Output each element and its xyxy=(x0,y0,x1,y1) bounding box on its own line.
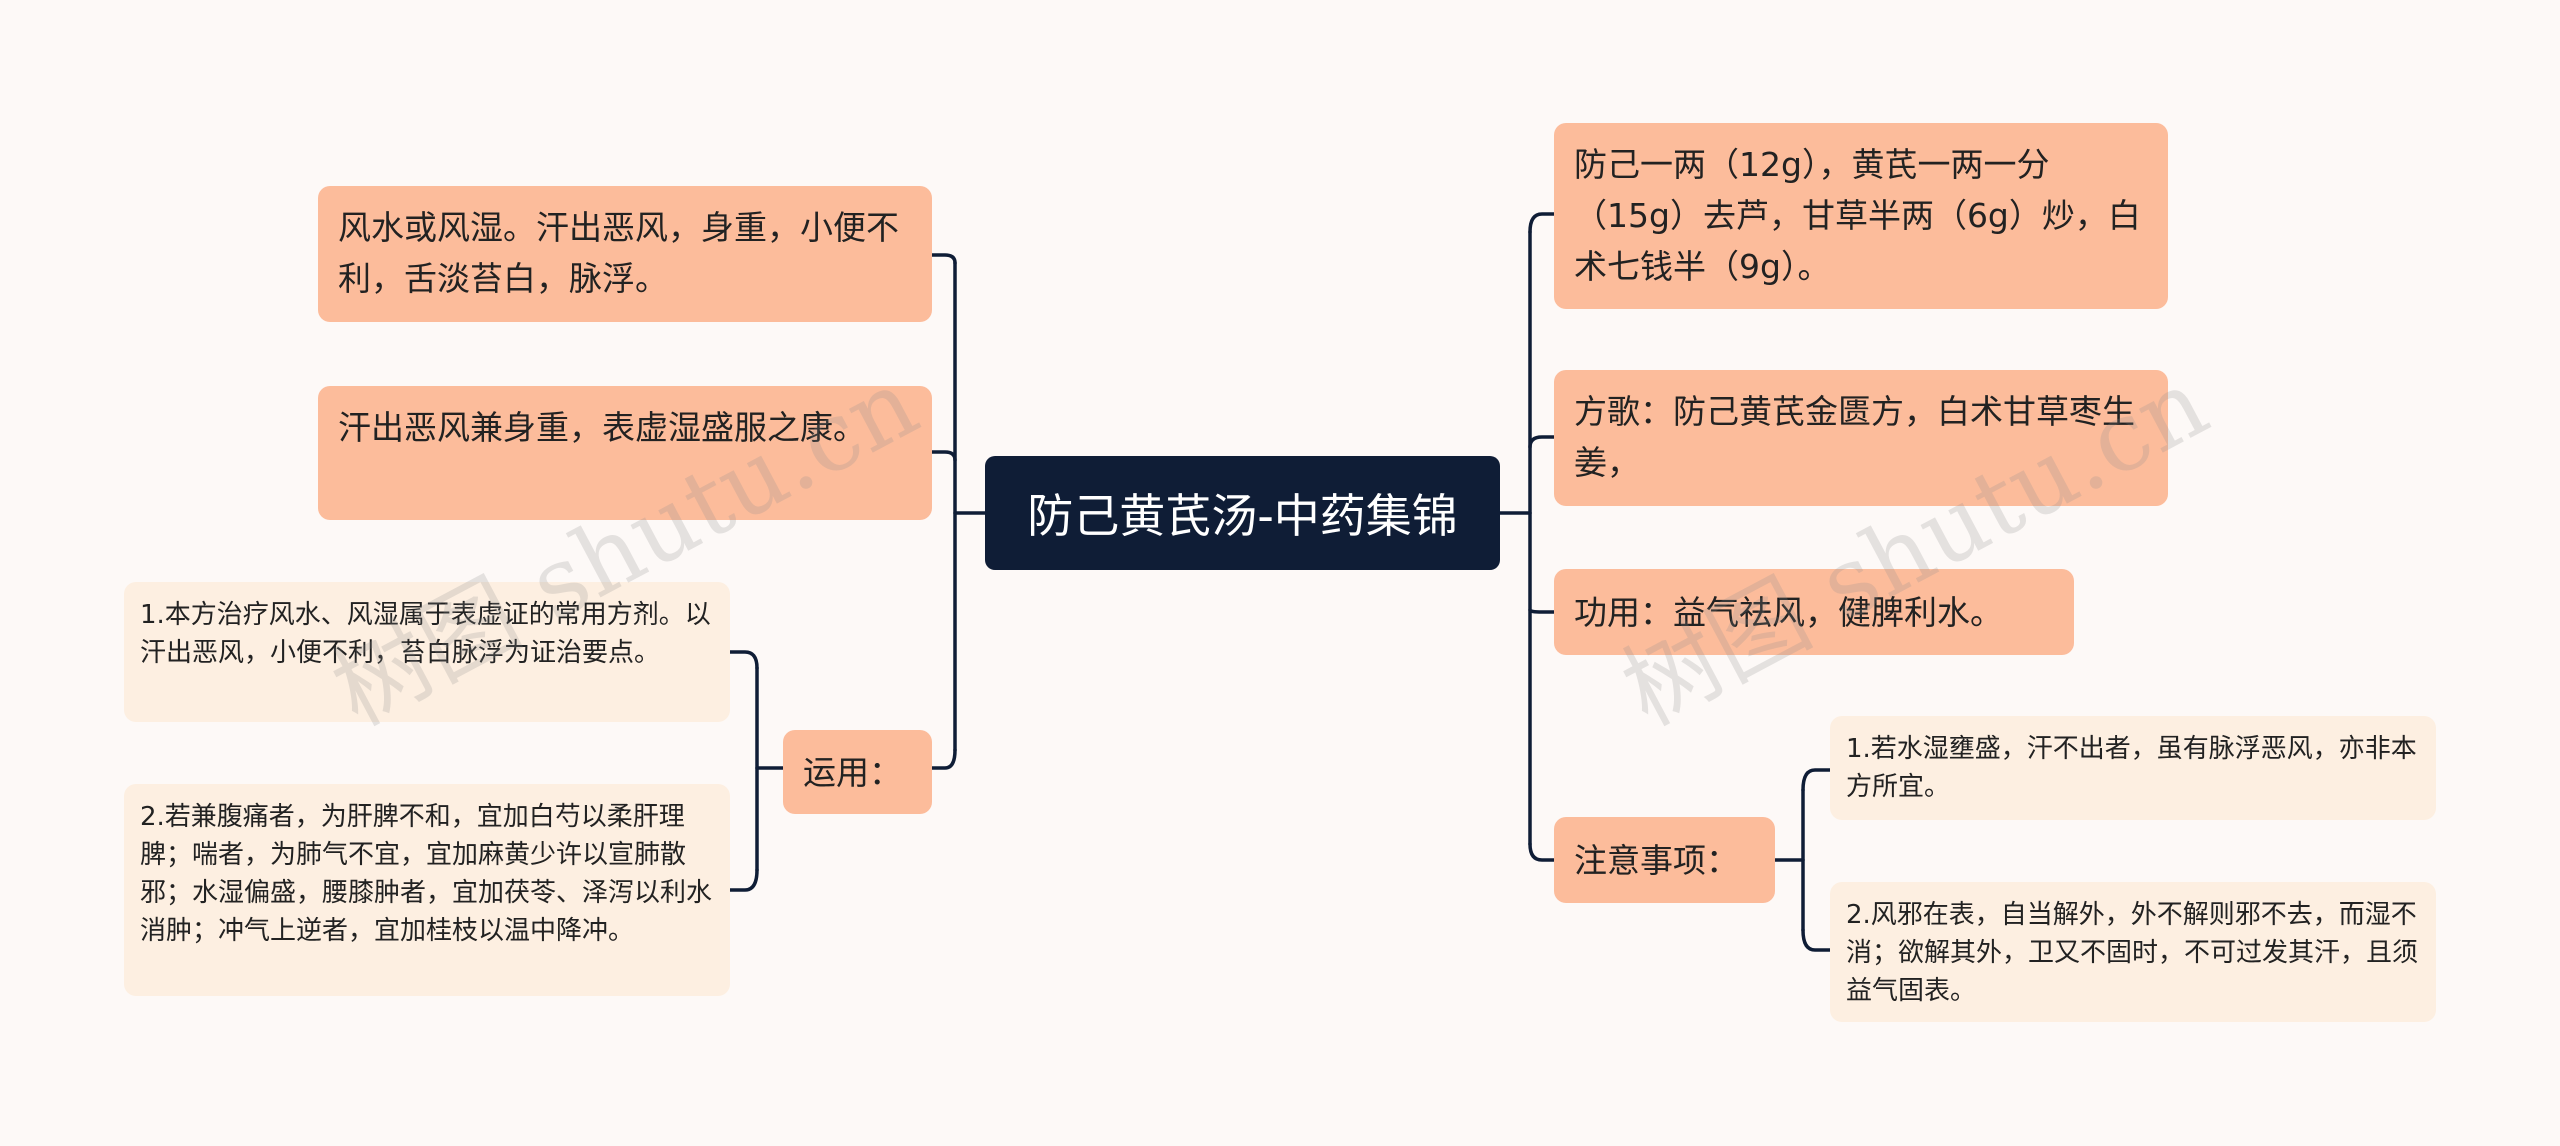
topic-indications[interactable]: 风水或风湿。汗出恶风，身重，小便不利，舌淡苔白，脉浮。 xyxy=(318,186,932,322)
topic-pattern[interactable]: 汗出恶风兼身重，表虚湿盛服之康。 xyxy=(318,386,932,520)
link-left-indications xyxy=(930,253,957,265)
cautions-item-1[interactable]: 1.若水湿壅盛，汗不出者，虽有脉浮恶风，亦非本方所宜。 xyxy=(1830,716,2436,820)
usage-item-1[interactable]: 1.本方治疗风水、风湿属于表虚证的常用方剂。以汗出恶风，小便不利，苔白脉浮为证治… xyxy=(124,582,730,722)
topic-composition-text: 防己一两（12g），黄芪一两一分（15g）去芦，甘草半两（6g）炒，白术七钱半（… xyxy=(1574,145,2141,286)
link-right-function xyxy=(1528,608,1556,614)
link-right-cautions xyxy=(1528,842,1556,862)
link-right-composition xyxy=(1528,212,1556,234)
link-left-usage xyxy=(930,748,957,770)
topic-usage[interactable]: 运用： xyxy=(783,730,932,814)
topic-usage-label: 运用： xyxy=(803,752,902,792)
topic-function-text: 功用：益气祛风，健脾利水。 xyxy=(1574,592,2003,632)
topic-indications-text: 风水或风湿。汗出恶风，身重，小便不利，舌淡苔白，脉浮。 xyxy=(338,208,899,298)
cautions-item-2-text: 2.风邪在表，自当解外，外不解则邪不去，而湿不消；欲解其外，卫又不固时，不可过发… xyxy=(1846,900,2419,1006)
topic-function[interactable]: 功用：益气祛风，健脾利水。 xyxy=(1554,569,2074,655)
cautions-item-2[interactable]: 2.风邪在表，自当解外，外不解则邪不去，而湿不消；欲解其外，卫又不固时，不可过发… xyxy=(1830,882,2436,1022)
topic-pattern-text: 汗出恶风兼身重，表虚湿盛服之康。 xyxy=(338,408,866,447)
link-cautions-item2 xyxy=(1801,928,1832,952)
usage-item-2-text: 2.若兼腹痛者，为肝脾不和，宜加白芍以柔肝理脾；喘者，为肺气不宜，宜加麻黄少许以… xyxy=(140,802,713,946)
link-usage-item1 xyxy=(728,650,759,670)
cautions-item-1-text: 1.若水湿壅盛，汗不出者，虽有脉浮恶风，亦非本方所宜。 xyxy=(1846,734,2417,802)
root-topic-label: 防己黄芪汤-中药集锦 xyxy=(1027,489,1458,543)
root-topic[interactable]: 防己黄芪汤-中药集锦 xyxy=(985,456,1500,570)
usage-item-1-text: 1.本方治疗风水、风湿属于表虚证的常用方剂。以汗出恶风，小便不利，苔白脉浮为证治… xyxy=(140,600,711,668)
topic-cautions-label: 注意事项： xyxy=(1574,840,1739,880)
topic-composition[interactable]: 防己一两（12g），黄芪一两一分（15g）去芦，甘草半两（6g）炒，白术七钱半（… xyxy=(1554,123,2168,309)
link-cautions-item1 xyxy=(1801,768,1832,792)
link-usage-item2 xyxy=(728,868,759,892)
link-left-pattern xyxy=(930,450,957,462)
topic-song-text: 方歌：防己黄芪金匮方，白术甘草枣生姜， xyxy=(1574,392,2135,482)
link-right-song xyxy=(1528,435,1556,449)
topic-song[interactable]: 方歌：防己黄芪金匮方，白术甘草枣生姜， xyxy=(1554,370,2168,506)
topic-cautions[interactable]: 注意事项： xyxy=(1554,817,1775,903)
usage-item-2[interactable]: 2.若兼腹痛者，为肝脾不和，宜加白芍以柔肝理脾；喘者，为肺气不宜，宜加麻黄少许以… xyxy=(124,784,730,996)
